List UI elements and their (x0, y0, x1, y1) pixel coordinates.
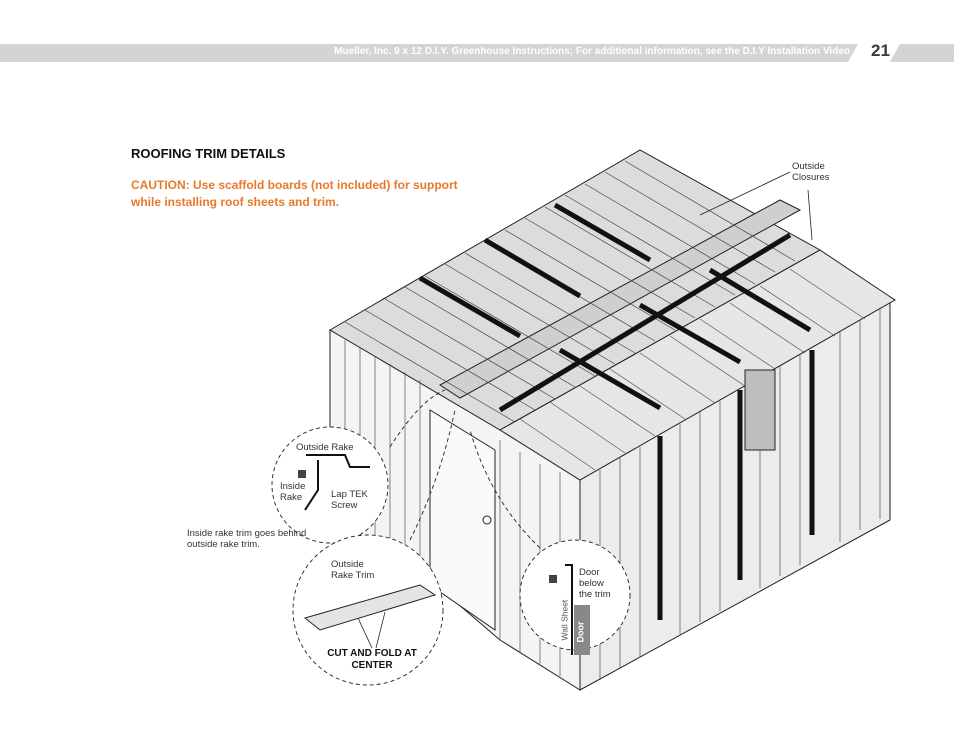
section-title: ROOFING TRIM DETAILS (131, 146, 286, 161)
outside-closures-label: Outside Closures (792, 161, 830, 183)
outside-rake-label: Outside Rake (296, 442, 354, 453)
door-label: Door (575, 621, 586, 643)
outside-rake-trim-label: Outside Rake Trim (331, 559, 375, 581)
inside-rake-label: Inside Rake (280, 481, 306, 503)
wall-sheet-label: Wall Sheet (559, 599, 570, 641)
header-title: Mueller, Inc. 9 x 12 D.I.Y. Greenhouse I… (334, 46, 850, 57)
door-below-trim-label: Door below the trim (579, 567, 611, 600)
lap-tek-screw-label: Lap TEK Screw (331, 489, 368, 511)
inside-rake-note: Inside rake trim goes behind outside rak… (187, 528, 307, 550)
page-number: 21 (871, 41, 890, 60)
caution-text: CAUTION: Use scaffold boards (not includ… (131, 178, 458, 209)
cut-and-fold-label: CUT AND FOLD AT CENTER (327, 648, 417, 671)
